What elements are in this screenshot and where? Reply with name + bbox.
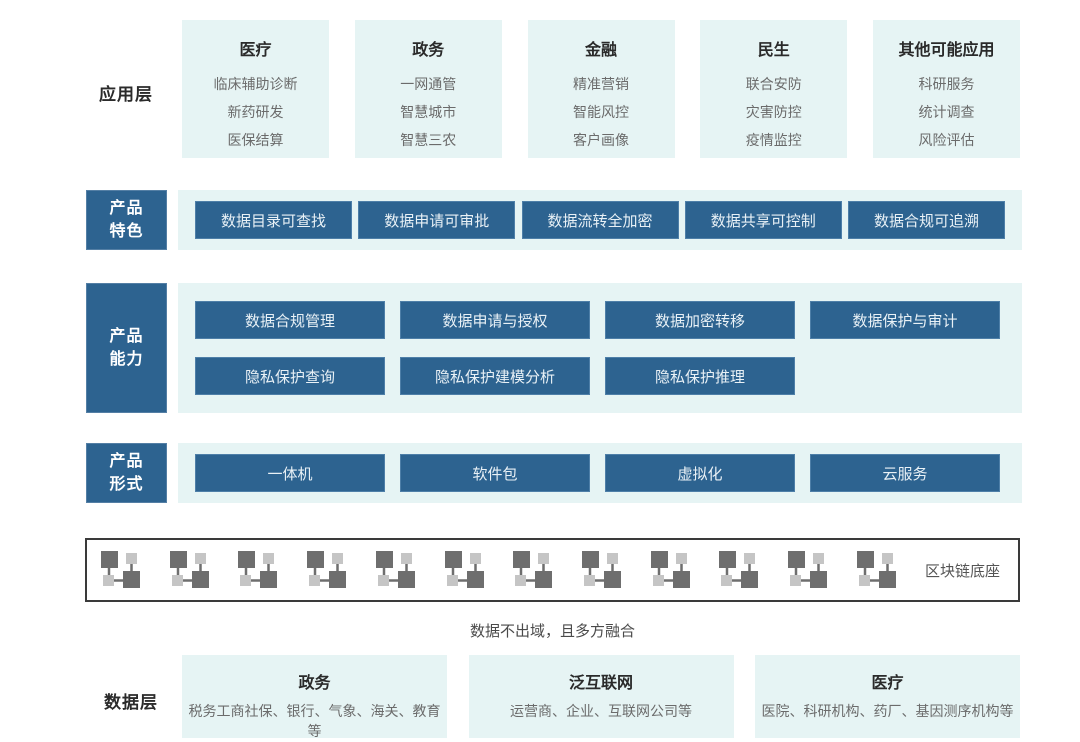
capabilities-row-2: 隐私保护查询 隐私保护建模分析 隐私保护推理 (195, 357, 795, 395)
data-column-title: 医疗 (871, 675, 904, 692)
blockchain-icons (99, 549, 899, 591)
product-capabilities-label: 产品能力 (86, 283, 167, 413)
form-item: 虚拟化 (605, 454, 795, 492)
capability-item: 数据保护与审计 (810, 301, 1000, 339)
product-forms-label-text: 产品形式 (109, 452, 144, 493)
product-features-label: 产品特色 (86, 190, 167, 250)
data-column-title: 泛互联网 (568, 675, 633, 692)
app-column-item: 智能风控 (573, 104, 629, 120)
app-column-item: 灾害防控 (745, 104, 802, 120)
capability-item: 数据申请与授权 (400, 301, 590, 339)
form-item: 软件包 (400, 454, 590, 492)
capability-item: 隐私保护推理 (605, 357, 795, 395)
capability-item: 隐私保护建模分析 (400, 357, 590, 395)
app-column-item: 新药研发 (227, 104, 284, 120)
blockchain-node-icon (101, 551, 140, 588)
app-column-item: 一网通管 (400, 76, 457, 92)
blockchain-node-icon (307, 551, 347, 588)
product-forms-label: 产品形式 (86, 443, 167, 503)
feature-item: 数据流转全加密 (521, 201, 679, 239)
product-features-strip: 数据目录可查找 数据申请可审批 数据流转全加密 数据共享可控制 数据合规可追溯 (178, 190, 1022, 250)
application-layer-columns: 医疗 临床辅助诊断 新药研发 医保结算 政务 一网通管 智慧城市 智慧三农 金融… (182, 20, 1020, 158)
app-column-item: 临床辅助诊断 (213, 76, 298, 92)
app-column-item: 客户画像 (573, 132, 629, 148)
product-forms-strip: 一体机 软件包 虚拟化 云服务 (178, 443, 1022, 503)
app-column-item: 智慧三农 (400, 132, 457, 148)
blockchain-base-strip: 区块链底座 (85, 538, 1020, 602)
app-column-item: 联合安防 (745, 76, 802, 92)
capability-item: 隐私保护查询 (195, 357, 385, 395)
app-column-title: 金融 (584, 42, 617, 59)
app-column-item: 精准营销 (573, 76, 629, 92)
product-capabilities-strip: 数据合规管理 数据申请与授权 数据加密转移 数据保护与审计 隐私保护查询 隐私保… (178, 283, 1022, 413)
app-column-item: 科研服务 (918, 76, 975, 92)
feature-item: 数据目录可查找 (195, 201, 352, 239)
app-column-item: 智慧城市 (400, 104, 457, 120)
feature-item: 数据合规可追溯 (848, 201, 1005, 239)
feature-item: 数据共享可控制 (684, 201, 842, 239)
form-item: 云服务 (810, 454, 1000, 492)
product-capabilities-label-text: 产品能力 (109, 327, 144, 368)
app-column-item: 统计调查 (918, 104, 975, 120)
app-column-title: 政务 (412, 42, 445, 59)
blockchain-node-icon (788, 551, 828, 588)
app-column-medical: 医疗 临床辅助诊断 新药研发 医保结算 (182, 20, 329, 158)
data-column-desc: 税务工商社保、银行、气象、海关、教育等 (188, 703, 441, 739)
blockchain-node-icon (719, 551, 759, 588)
data-column-title: 政务 (298, 675, 331, 692)
data-fusion-caption: 数据不出域，且多方融合 (469, 623, 635, 640)
product-features-label-text: 产品特色 (109, 199, 144, 240)
app-column-government: 政务 一网通管 智慧城市 智慧三农 (354, 20, 502, 158)
blockchain-node-icon (169, 551, 209, 588)
blockchain-node-icon (513, 551, 553, 588)
app-column-item: 疫情监控 (745, 132, 802, 148)
blockchain-node-icon (444, 551, 484, 588)
blockchain-node-icon (582, 551, 622, 588)
blockchain-base-label: 区块链底座 (924, 562, 1000, 580)
app-column-title: 医疗 (239, 42, 272, 59)
data-column-desc: 运营商、企业、互联网公司等 (510, 703, 692, 719)
blockchain-node-icon (856, 551, 896, 588)
data-column-medical: 医疗 医院、科研机构、药厂、基因测序机构等 (755, 655, 1020, 738)
application-layer-label: 应用层 (99, 85, 153, 104)
app-column-livelihood: 民生 联合安防 灾害防控 疫情监控 (700, 20, 848, 158)
app-column-other: 其他可能应用 科研服务 统计调查 风险评估 (873, 20, 1020, 158)
form-item: 一体机 (195, 454, 385, 492)
forms-row: 一体机 软件包 虚拟化 云服务 (195, 454, 1000, 492)
capability-item: 数据合规管理 (195, 301, 385, 339)
data-column-internet: 泛互联网 运营商、企业、互联网公司等 (468, 655, 734, 738)
app-column-finance: 金融 精准营销 智能风控 客户画像 (527, 20, 675, 158)
capability-item: 数据加密转移 (605, 301, 795, 339)
data-layer-label: 数据层 (104, 693, 158, 712)
blockchain-node-icon (375, 551, 415, 588)
data-column-desc: 医院、科研机构、药厂、基因测序机构等 (761, 703, 1014, 719)
blockchain-node-icon (238, 551, 278, 588)
app-column-title: 民生 (757, 42, 790, 59)
data-column-government: 政务 税务工商社保、银行、气象、海关、教育等 (182, 655, 447, 739)
capabilities-row-1: 数据合规管理 数据申请与授权 数据加密转移 数据保护与审计 (195, 301, 1000, 339)
feature-item: 数据申请可审批 (358, 201, 516, 239)
data-layer-columns: 政务 税务工商社保、银行、气象、海关、教育等 泛互联网 运营商、企业、互联网公司… (182, 655, 1020, 739)
app-column-item: 风险评估 (918, 132, 975, 148)
blockchain-node-icon (650, 551, 690, 588)
app-column-title: 其他可能应用 (898, 42, 995, 59)
app-column-item: 医保结算 (227, 132, 284, 148)
